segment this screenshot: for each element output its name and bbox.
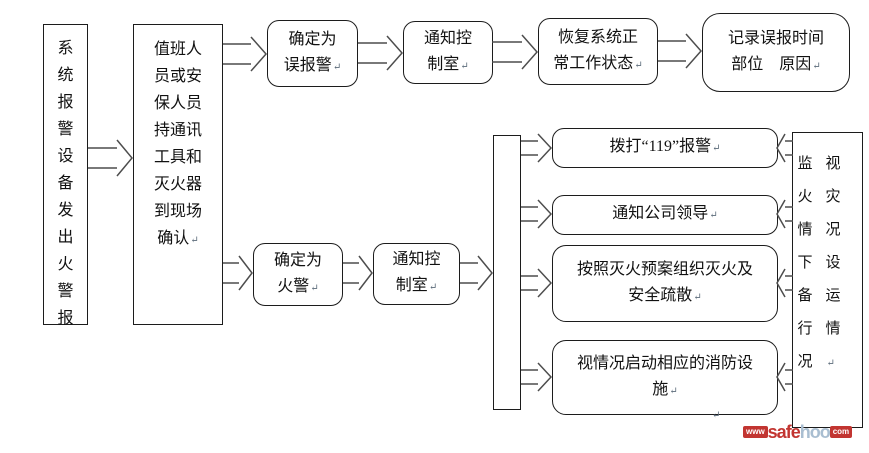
paragraph-mark: ↵ bbox=[693, 291, 702, 303]
watermark-www: www bbox=[743, 426, 768, 438]
stray-paragraph-mark: ↵ bbox=[712, 410, 721, 421]
safehoo-watermark: www safe hoo com bbox=[743, 422, 853, 442]
node-call-119: 拨打“119”报警↵ bbox=[552, 128, 778, 168]
paragraph-mark: ↵ bbox=[428, 282, 438, 293]
node-restore-system: 恢复系统正 常工作状态↵ bbox=[538, 18, 658, 85]
arrow-monitor-to-call-119 bbox=[776, 132, 793, 164]
paragraph-mark: ↵ bbox=[190, 235, 199, 246]
arrow-monitor-to-activate bbox=[776, 361, 793, 393]
node-system-alarm: 系统报警设备发出火警报 bbox=[43, 24, 88, 327]
node-false-alarm: 确定为 误报警↵ bbox=[267, 20, 358, 87]
arrow-bar-to-notify-leaders bbox=[521, 198, 552, 230]
arrow-monitor-to-notify-leaders bbox=[776, 198, 793, 230]
node-notify-leaders: 通知公司领导↵ bbox=[552, 195, 778, 235]
arrow-bar-to-call-119 bbox=[521, 132, 552, 164]
node-activate-facilities: 视情况启动相应的消防设 施↵ bbox=[552, 340, 778, 415]
arrow-monitor-to-organize bbox=[776, 267, 793, 299]
node-fire-alarm: 确定为 火警↵ bbox=[253, 243, 343, 306]
arrow-false-alarm-to-notify bbox=[358, 34, 403, 72]
arrow-confirm-to-false-alarm bbox=[223, 35, 267, 73]
paragraph-mark: ↵ bbox=[669, 385, 678, 397]
node-monitor-status: 监视火灾情况下设备运行情况↵ bbox=[792, 132, 863, 428]
watermark-com: com bbox=[829, 426, 853, 438]
paragraph-mark: ↵ bbox=[634, 59, 643, 71]
node-record-false-alarm: 记录误报时间 部位 原因↵ bbox=[702, 13, 850, 92]
paragraph-mark: ↵ bbox=[709, 210, 718, 221]
arrow-bar-to-activate bbox=[521, 361, 552, 393]
node-notify-control-room-top: 通知控 制室↵ bbox=[403, 21, 493, 84]
arrow-start-to-confirm bbox=[88, 138, 133, 178]
arrow-restore-to-record bbox=[658, 32, 702, 70]
paragraph-mark: ↵ bbox=[826, 358, 835, 369]
arrow-notify-to-restore bbox=[492, 33, 538, 71]
paragraph-mark: ↵ bbox=[712, 143, 721, 154]
paragraph-mark: ↵ bbox=[332, 61, 342, 73]
node-branch-bar bbox=[493, 135, 521, 410]
node-monitor-status-text: 监视火灾情况下设备运行情况↵ bbox=[797, 156, 854, 370]
node-notify-control-room-bottom: 通知控 制室↵ bbox=[373, 243, 460, 305]
paragraph-mark: ↵ bbox=[460, 60, 469, 72]
arrow-confirm-to-fire-alarm bbox=[223, 254, 253, 292]
watermark-hoo: hoo bbox=[799, 422, 831, 442]
node-system-alarm-text: 系统报警设备发出火警报 bbox=[57, 40, 74, 327]
paragraph-mark: ↵ bbox=[310, 282, 319, 294]
paragraph-mark: ↵ bbox=[812, 60, 821, 72]
arrow-notify-to-bar bbox=[460, 254, 493, 292]
node-organize-firefighting: 按照灭火预案组织灭火及 安全疏散↵ bbox=[552, 245, 778, 322]
node-onsite-confirm: 值班人员或安保人员持通讯工具和灭火器到现场确认↵ bbox=[133, 24, 223, 325]
arrow-fire-alarm-to-notify bbox=[343, 254, 373, 292]
watermark-safe: safe bbox=[767, 422, 801, 442]
arrow-bar-to-organize bbox=[521, 267, 552, 299]
node-onsite-confirm-text: 值班人员或安保人员持通讯工具和灭火器到现场确认↵ bbox=[153, 41, 202, 247]
